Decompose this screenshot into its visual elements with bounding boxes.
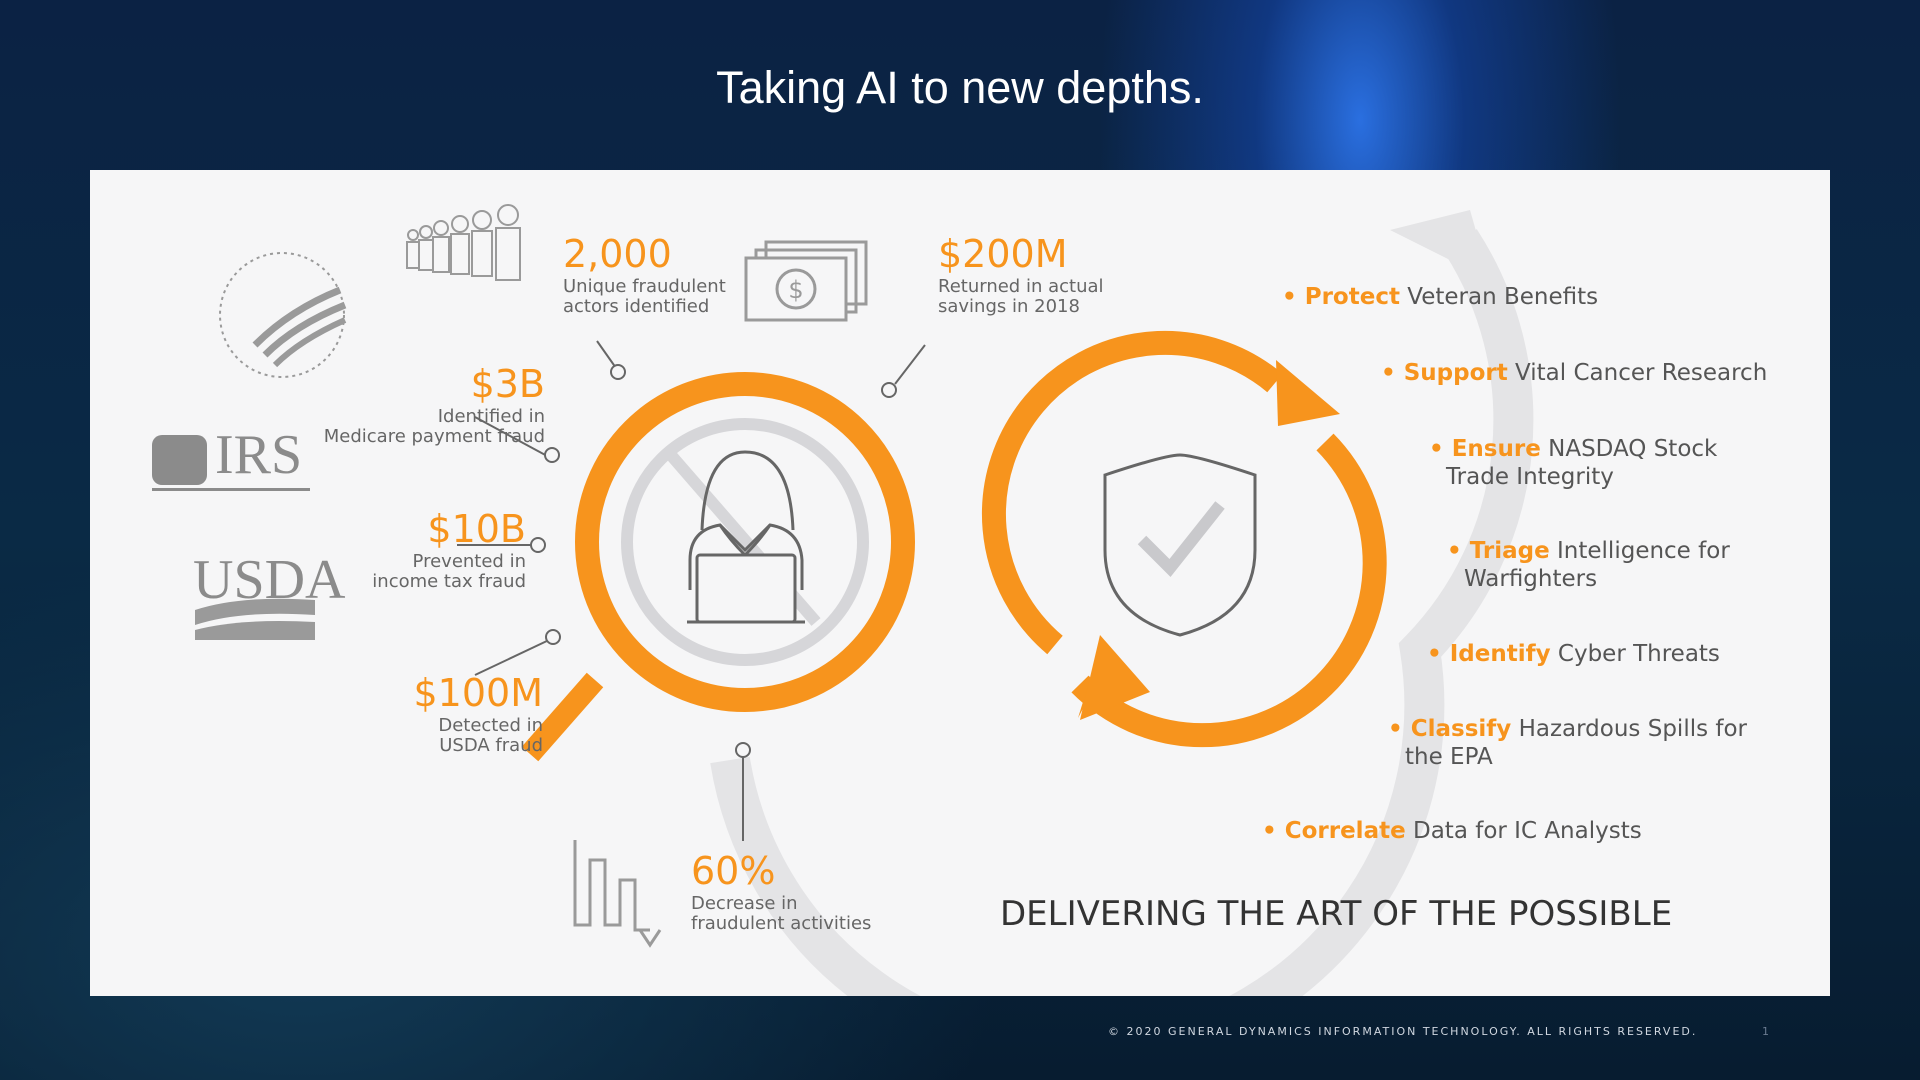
bullet-keyword: Ensure [1451, 436, 1541, 462]
hhs-seal-icon [219, 252, 347, 378]
stat-irs-value: $10B [427, 507, 526, 551]
people-group-icon [406, 204, 521, 281]
stat-usda: $100M Detected in USDA fraud [330, 671, 544, 756]
svg-text:$: $ [788, 276, 803, 304]
usda-wave-icon [195, 598, 315, 640]
bullet-text-line2: Trade Integrity [1446, 464, 1614, 490]
bullet-text: Vital Cancer Research [1507, 360, 1768, 386]
stat-decrease-desc-1: Decrease in [691, 893, 798, 914]
stat-irs: $10B Prevented in income tax fraud [300, 510, 526, 592]
bullet-keyword: Identify [1449, 641, 1551, 667]
bullet-keyword: Classify [1410, 716, 1512, 742]
sync-cycle-icon [981, 330, 1387, 748]
shield-check-icon [1103, 453, 1257, 637]
bullet-correlate: • Correlate Data for IC Analysts [1262, 818, 1642, 844]
stat-medicare-value: $3B [470, 362, 545, 406]
stat-medicare-desc-2: Medicare payment fraud [323, 426, 545, 447]
bullet-identify: • Identify Cyber Threats [1427, 641, 1720, 667]
stat-irs-desc-1: Prevented in [412, 551, 526, 572]
stat-returned-desc-2: savings in 2018 [938, 296, 1080, 317]
bullet-triage: • Triage Intelligence for Warfighters [1447, 538, 1730, 592]
stat-usda-desc-1: Detected in [438, 715, 543, 736]
bullet-keyword: Triage [1469, 538, 1550, 564]
bullet-protect: • Protect Veteran Benefits [1282, 284, 1599, 310]
bullet-keyword: Protect [1304, 284, 1400, 310]
bullet-text: Data for IC Analysts [1405, 818, 1642, 844]
infographic-artwork: $ [152, 204, 1534, 996]
stat-returned-desc-1: Returned in actual [938, 276, 1104, 297]
background-cycle-arrow-icon [710, 210, 1534, 996]
bullet-ensure: • Ensure NASDAQ Stock Trade Integrity [1429, 436, 1718, 490]
bullet-text: NASDAQ Stock [1540, 436, 1718, 462]
bullet-keyword: Support [1403, 360, 1508, 386]
stat-decrease: 60% Decrease in fraudulent activities [691, 852, 871, 934]
usda-logo: USDA [193, 549, 346, 611]
bullet-text: Intelligence for [1549, 538, 1730, 564]
hacker-icon [687, 450, 805, 624]
stat-actors-desc-2: actors identified [563, 296, 710, 317]
bullet-keyword: Correlate [1284, 818, 1406, 844]
infographic-panel: $ [90, 170, 1830, 996]
irs-logo: IRS [215, 424, 303, 486]
bullet-text: Veteran Benefits [1399, 284, 1599, 310]
slide-title: Taking AI to new depths. [716, 62, 1204, 113]
footer-copyright: © 2020 GENERAL DYNAMICS INFORMATION TECH… [1108, 1025, 1698, 1038]
stat-irs-desc-2: income tax fraud [372, 571, 526, 592]
stat-usda-value: $100M [413, 671, 544, 715]
irs-eagle-icon [152, 435, 310, 491]
bullet-support: • Support Vital Cancer Research [1381, 360, 1768, 386]
bullet-text-line2: the EPA [1405, 744, 1493, 770]
stat-returned-value: $200M [938, 232, 1068, 276]
stat-actors-value: 2,000 [563, 232, 672, 276]
bullet-classify: • Classify Hazardous Spills for the EPA [1388, 716, 1748, 770]
connector-lines [457, 340, 926, 841]
stat-actors: 2,000 Unique fraudulent actors identifie… [563, 235, 726, 317]
stat-actors-desc-1: Unique fraudulent [563, 276, 726, 297]
decrease-chart-icon [573, 840, 662, 948]
bullet-text-line2: Warfighters [1464, 566, 1598, 592]
money-bill-icon: $ [744, 240, 868, 322]
bullet-text: Hazardous Spills for [1511, 716, 1748, 742]
stat-medicare-desc-1: Identified in [437, 406, 545, 427]
stat-decrease-value: 60% [691, 849, 776, 893]
stat-returned: $200M Returned in actual savings in 2018 [938, 235, 1104, 317]
tagline: DELIVERING THE ART OF THE POSSIBLE [1000, 894, 1673, 934]
bullet-text: Cyber Threats [1550, 641, 1720, 667]
stat-decrease-desc-2: fraudulent activities [691, 913, 872, 934]
stat-medicare: $3B Identified in Medicare payment fraud [260, 365, 545, 447]
page-number: 1 [1762, 1025, 1769, 1038]
stat-usda-desc-2: USDA fraud [439, 735, 543, 756]
